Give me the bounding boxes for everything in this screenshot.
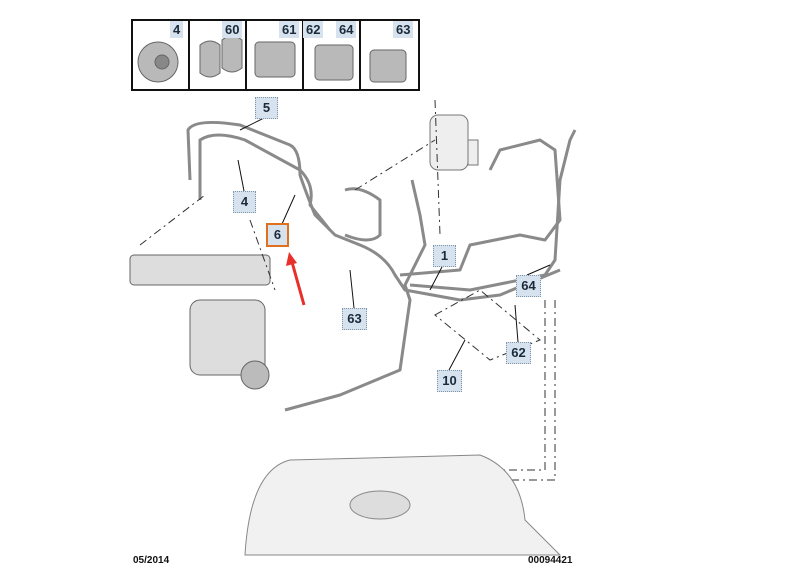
red-arrow-indicator: [286, 252, 306, 306]
strip-label-61: 61: [279, 21, 300, 38]
footer-ref-number: 00094421: [528, 555, 573, 566]
callout-10[interactable]: 10: [437, 370, 462, 392]
fuel-tank: [244, 454, 562, 556]
fuel-filter: [429, 114, 479, 171]
callout-6-highlighted[interactable]: 6: [266, 223, 289, 247]
callout-63[interactable]: 63: [342, 308, 367, 330]
clip-icon: [199, 35, 243, 78]
strip-label-63: 63: [393, 21, 414, 38]
connector-icon: [369, 49, 407, 83]
parts-strip: [131, 19, 420, 91]
bracket-icon: [254, 41, 296, 78]
bracket-icon: [314, 44, 354, 81]
strip-label-60: 60: [222, 21, 243, 38]
strip-label-62: 62: [303, 21, 324, 38]
callout-64[interactable]: 64: [516, 275, 541, 297]
fuel-lines: [186, 120, 577, 412]
footer-date: 05/2014: [133, 555, 170, 566]
injection-pump: [129, 254, 271, 390]
callout-1[interactable]: 1: [433, 245, 456, 267]
callout-5[interactable]: 5: [255, 97, 278, 119]
strip-label-64: 64: [336, 21, 357, 38]
strip-label-4: 4: [170, 21, 184, 38]
callout-62[interactable]: 62: [506, 342, 531, 364]
callout-4[interactable]: 4: [233, 191, 256, 213]
